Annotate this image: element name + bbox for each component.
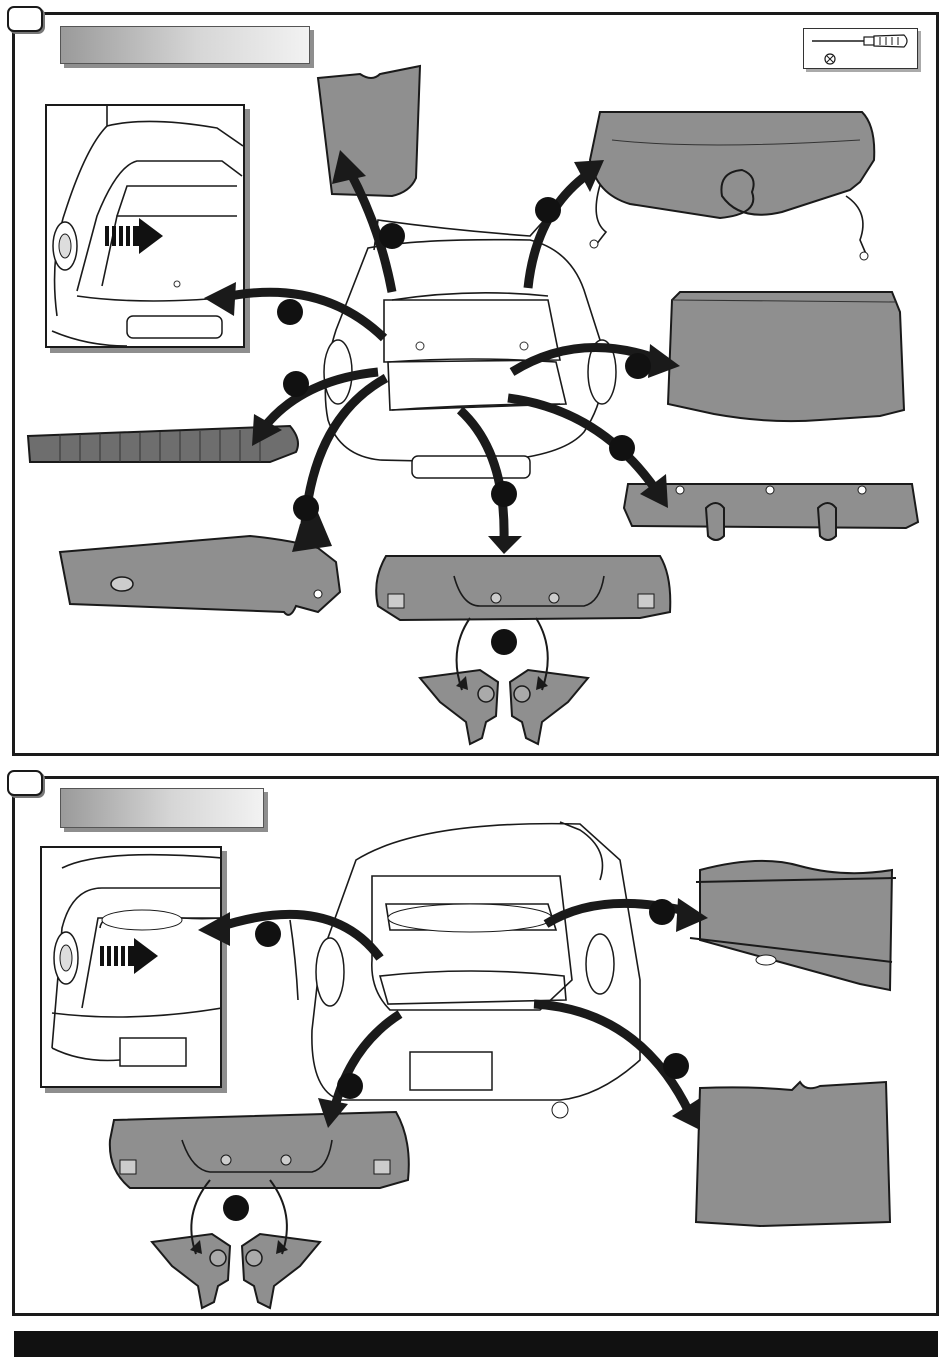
load-floor-board-2 bbox=[696, 1082, 890, 1226]
tailgate-lower-trim-2 bbox=[110, 1112, 409, 1188]
bracket-left-2 bbox=[152, 1234, 230, 1308]
footer-bar bbox=[14, 1331, 938, 1357]
